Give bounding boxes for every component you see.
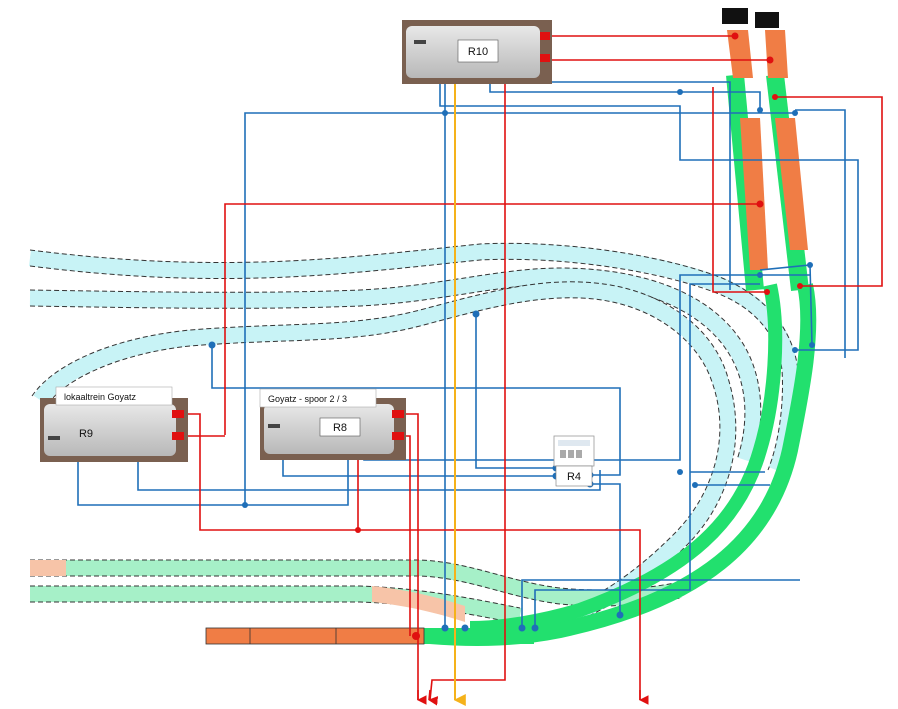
wire-loop-left xyxy=(244,112,795,505)
wire-r9-red xyxy=(180,413,641,700)
module-r8-caption: Goyatz - spoor 2 / 3 xyxy=(268,394,347,404)
wire-r9-blue xyxy=(77,437,349,506)
orange-siding-right-top xyxy=(765,30,788,78)
wire-red-siding xyxy=(712,87,767,293)
module-r9[interactable]: lokaaltrein Goyatz R9 xyxy=(40,386,188,462)
wire-r4-blue-2 xyxy=(590,483,621,615)
wire-r4-blue-1 xyxy=(475,314,556,469)
module-r8-label: R8 xyxy=(333,422,347,434)
buffer-stop-left xyxy=(722,8,748,24)
peach-segment-left xyxy=(30,560,66,576)
green-straight-bottom xyxy=(424,628,534,644)
cyan-track-loop xyxy=(33,281,736,628)
wire-siding-1 xyxy=(795,109,846,358)
cyan-track-top xyxy=(29,243,799,473)
wire-right-3 xyxy=(521,579,800,628)
wire-red-mid xyxy=(224,203,760,435)
wire-r10-red-3 xyxy=(429,74,506,701)
orange-siding-left-mid xyxy=(740,118,768,270)
module-r10[interactable]: R10 xyxy=(402,20,552,84)
buffer-stop-right xyxy=(755,12,779,28)
module-r10-label: R10 xyxy=(468,46,488,58)
module-r4[interactable]: R4 xyxy=(553,435,595,487)
wire-r10-blue-1 xyxy=(439,74,859,351)
wire-r9-blue-2 xyxy=(137,447,601,491)
orange-stub-track xyxy=(205,627,425,645)
module-r9-caption: lokaaltrein Goyatz xyxy=(64,392,137,402)
orange-siding-right-mid xyxy=(775,118,808,250)
cyan-track-middle xyxy=(29,267,761,463)
module-r8[interactable]: Goyatz - spoor 2 / 3 R8 xyxy=(259,388,406,460)
wire-cyan-tap xyxy=(211,345,621,476)
wire-red-top-right xyxy=(775,96,883,287)
module-r4-label: R4 xyxy=(567,471,581,483)
track-layout xyxy=(29,8,817,646)
orange-siding-left-top xyxy=(727,30,753,78)
red-wires xyxy=(180,35,883,706)
module-r9-label: R9 xyxy=(79,428,93,440)
